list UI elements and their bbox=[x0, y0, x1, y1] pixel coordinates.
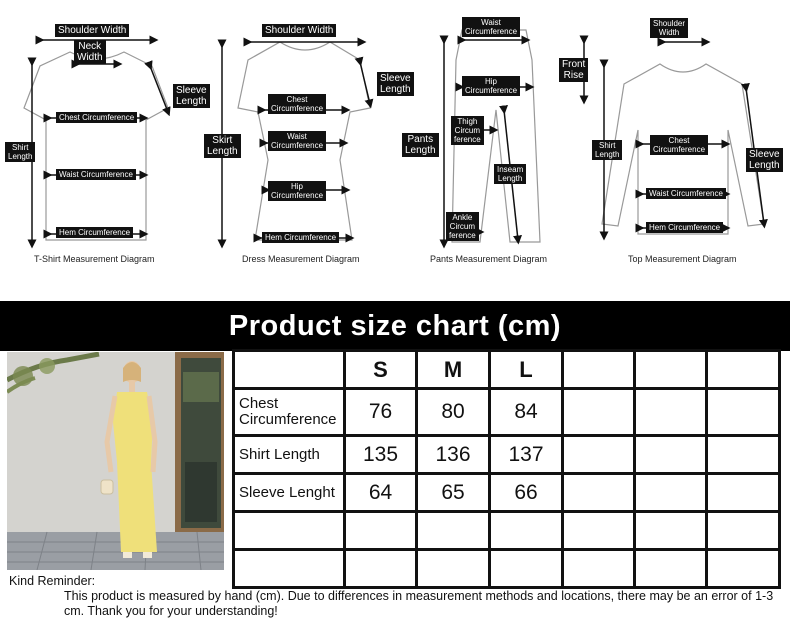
dress-hip-label: Hip Circumference bbox=[268, 181, 327, 201]
size-table: S M L Chest Circumference 76 80 84 Shirt… bbox=[232, 349, 781, 589]
top-shoulder-width-label: Shoulder Width bbox=[650, 18, 689, 38]
kind-reminder: Kind Reminder: This product is measured … bbox=[9, 574, 784, 619]
table-cell: 66 bbox=[488, 472, 564, 513]
dress-caption: Dress Measurement Diagram bbox=[242, 254, 360, 264]
size-s-header: S bbox=[343, 349, 418, 390]
table-row-chest: Chest Circumference 76 80 84 bbox=[232, 387, 781, 437]
model-photo bbox=[7, 352, 224, 570]
table-cell bbox=[633, 472, 708, 513]
table-cell bbox=[415, 510, 491, 551]
table-cell bbox=[561, 510, 636, 551]
top-sleeve-length-label: Sleeve Length bbox=[746, 148, 783, 172]
dress-hem-label: Hem Circumference bbox=[262, 232, 340, 243]
pants-caption: Pants Measurement Diagram bbox=[430, 254, 548, 264]
reminder-body: This product is measured by hand (cm). D… bbox=[64, 589, 774, 618]
table-cell: 64 bbox=[343, 472, 418, 513]
pants-length-label: Pants Length bbox=[402, 133, 439, 157]
tshirt-neck-width-label: Neck Width bbox=[74, 40, 106, 64]
pants-ankle-label: Ankle Circum ference bbox=[446, 212, 479, 241]
table-header-cell bbox=[232, 349, 346, 390]
top-waist-label: Waist Circumference bbox=[646, 188, 726, 199]
top-shirt-length-label: Shirt Length bbox=[592, 140, 623, 160]
table-cell: 80 bbox=[415, 387, 491, 437]
table-row-empty bbox=[232, 510, 781, 551]
table-cell: 137 bbox=[488, 434, 564, 475]
tshirt-chest-label: Chest Circumference bbox=[56, 112, 138, 123]
table-cell bbox=[561, 387, 636, 437]
table-cell: 136 bbox=[415, 434, 491, 475]
table-cell bbox=[705, 387, 781, 437]
table-cell: 65 bbox=[415, 472, 491, 513]
top-outline bbox=[601, 63, 765, 235]
table-header-cell bbox=[705, 349, 781, 390]
pants-waist-label: Waist Circumference bbox=[462, 17, 521, 37]
table-row-shirt-length: Shirt Length 135 136 137 bbox=[232, 434, 781, 475]
tshirt-sleeve-length-label: Sleeve Length bbox=[173, 84, 210, 108]
table-cell: 135 bbox=[343, 434, 418, 475]
table-cell bbox=[705, 548, 781, 589]
table-cell bbox=[561, 472, 636, 513]
dress-shoulder-width-label: Shoulder Width bbox=[262, 24, 337, 37]
table-cell bbox=[561, 434, 636, 475]
table-cell bbox=[343, 548, 418, 589]
table-cell bbox=[633, 434, 708, 475]
top-chest-label: Chest Circumference bbox=[650, 135, 709, 155]
pants-inseam-label: Inseam Length bbox=[494, 164, 527, 184]
table-cell bbox=[488, 548, 564, 589]
dress-skirt-length-label: Skirt Length bbox=[204, 134, 241, 158]
row-label-empty bbox=[232, 548, 346, 589]
table-cell bbox=[705, 472, 781, 513]
table-row-sleeve-length: Sleeve Lenght 64 65 66 bbox=[232, 472, 781, 513]
table-cell bbox=[415, 548, 491, 589]
tshirt-waist-label: Waist Circumference bbox=[56, 169, 136, 180]
table-cell: 84 bbox=[488, 387, 564, 437]
pants-front-rise-label: Front Rise bbox=[559, 58, 589, 82]
row-label-sleeve-length: Sleeve Lenght bbox=[232, 472, 346, 513]
tshirt-caption: T-Shirt Measurement Diagram bbox=[34, 254, 155, 264]
table-cell bbox=[343, 510, 418, 551]
table-cell bbox=[705, 510, 781, 551]
table-cell bbox=[633, 510, 708, 551]
table-row-empty bbox=[232, 548, 781, 589]
top-hem-label: Hem Circumference bbox=[646, 222, 724, 233]
row-label-shirt-length: Shirt Length bbox=[232, 434, 346, 475]
row-label-empty bbox=[232, 510, 346, 551]
table-cell bbox=[633, 548, 708, 589]
dress-sleeve-length-label: Sleeve Length bbox=[377, 72, 414, 96]
pants-hip-label: Hip Circumference bbox=[462, 76, 521, 96]
size-l-header: L bbox=[488, 349, 564, 390]
size-chart-title: Product size chart (cm) bbox=[0, 301, 790, 351]
tshirt-hem-label: Hem Circumference bbox=[56, 227, 134, 238]
table-header-cell bbox=[633, 349, 708, 390]
table-cell bbox=[561, 548, 636, 589]
tshirt-shoulder-width-label: Shoulder Width bbox=[55, 24, 130, 37]
row-label-chest: Chest Circumference bbox=[232, 387, 346, 437]
dress-waist-label: Waist Circumference bbox=[268, 131, 327, 151]
table-cell bbox=[488, 510, 564, 551]
table-header-cell bbox=[561, 349, 636, 390]
measurement-diagrams: Shoulder Width Neck Width Sleeve Length … bbox=[0, 0, 790, 300]
reminder-heading: Kind Reminder: bbox=[9, 574, 96, 588]
table-header-row: S M L bbox=[232, 349, 781, 390]
table-cell bbox=[633, 387, 708, 437]
dress-chest-label: Chest Circumference bbox=[268, 94, 327, 114]
table-cell: 76 bbox=[343, 387, 418, 437]
table-cell bbox=[705, 434, 781, 475]
dress-outline bbox=[237, 41, 371, 241]
tshirt-shirt-length-label: Shirt Length bbox=[5, 142, 36, 162]
size-m-header: M bbox=[415, 349, 491, 390]
pants-thigh-label: Thigh Circum ference bbox=[451, 116, 484, 145]
tshirt-outline bbox=[23, 51, 169, 241]
top-caption: Top Measurement Diagram bbox=[628, 254, 737, 264]
